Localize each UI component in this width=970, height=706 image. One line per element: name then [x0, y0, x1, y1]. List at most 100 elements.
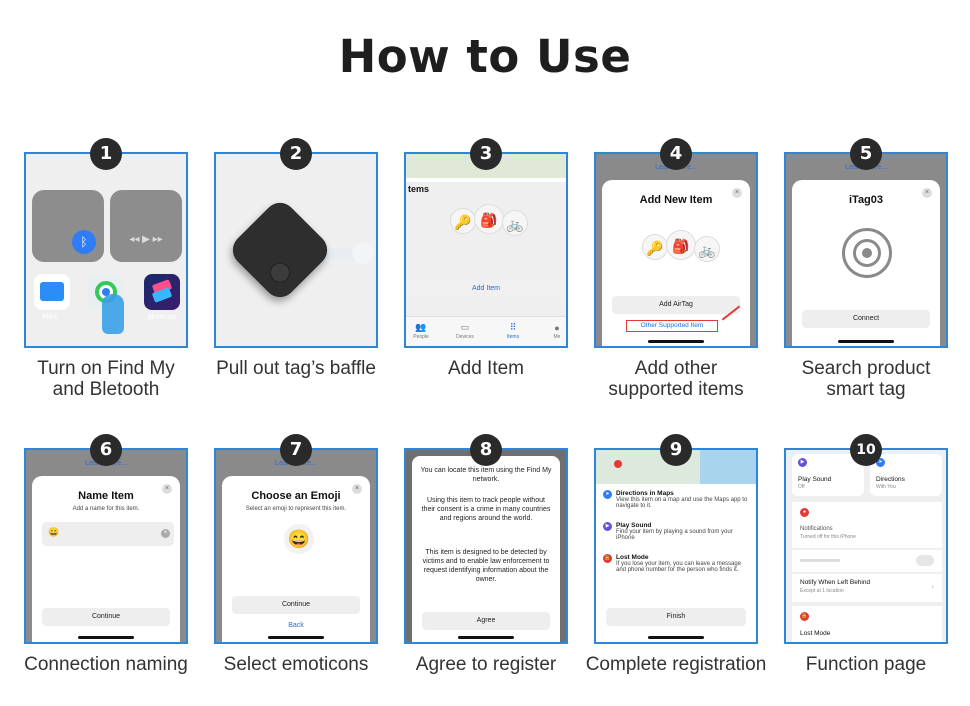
consent-sheet: You can locate this item using the Find …	[412, 456, 560, 642]
play-sound-row[interactable]: ▶ Play Sound Find your item by playing a…	[603, 522, 752, 541]
toggle-switch[interactable]	[916, 555, 934, 566]
agree-button[interactable]: Agree	[422, 612, 550, 630]
emoji-value: 😀	[48, 527, 60, 537]
step-caption: Search product smart tag	[801, 358, 931, 400]
bell-icon: ●	[800, 508, 809, 517]
finish-button[interactable]: Finish	[606, 608, 746, 626]
baffle-tab	[352, 242, 374, 264]
choose-emoji-sheet: × Choose an Emoji Select an emoji to rep…	[222, 476, 370, 642]
sheet-title: Choose an Emoji	[251, 490, 341, 502]
step-caption: Agree to register	[415, 654, 557, 675]
step-screenshot	[214, 152, 378, 348]
step-screenshot: ᛒ ◂◂ ▶ ▸▸ Files Fi Shortcuts	[24, 152, 188, 348]
tag-button	[265, 258, 295, 287]
name-item-sheet: × Name Item Add a name for this item. 😀 …	[32, 476, 180, 642]
connect-button[interactable]: Connect	[802, 310, 930, 328]
shortcuts-app-icon	[144, 274, 180, 310]
add-airtag-button[interactable]: Add AirTag	[612, 296, 740, 314]
step-screenshot: Learn More... × Choose an Emoji Select a…	[214, 448, 378, 644]
directions-row[interactable]: ➤ Directions in Maps View this item on a…	[603, 490, 752, 509]
step-number-badge: 5	[850, 138, 882, 170]
lock-icon: 🔒	[603, 554, 612, 563]
app-label: Shortcuts	[147, 314, 177, 321]
close-icon[interactable]: ×	[162, 484, 172, 494]
toggle-row	[792, 550, 942, 572]
step-screenshot: Learn More... × iTag03 Connect	[784, 152, 948, 348]
name-input[interactable]: 😀 ×	[42, 522, 174, 546]
step-number-badge: 6	[90, 434, 122, 466]
step-number-badge: 7	[280, 434, 312, 466]
key-icon: 🔑	[642, 234, 668, 260]
tracker-tag	[226, 196, 334, 304]
backpack-icon: 🎒	[666, 230, 696, 260]
lost-mode-card[interactable]: 🔒 Lost Mode	[792, 606, 942, 642]
step-number-badge: 9	[660, 434, 692, 466]
add-item-sheet: × Add New Item 🔑 🎒 🚲 Add AirTag Other Su…	[602, 180, 750, 346]
sheet-title: Name Item	[78, 490, 134, 502]
step-caption: Connection naming	[24, 654, 188, 675]
play-sound-card[interactable]: ▶ Play Sound Off	[792, 454, 864, 496]
connect-sheet: × iTag03 Connect	[792, 180, 940, 346]
step-caption: Select emoticons	[223, 654, 369, 675]
step-screenshot: Learn More... × Add New Item 🔑 🎒 🚲 Add A…	[594, 152, 758, 348]
bike-icon: 🚲	[694, 236, 720, 262]
continue-button[interactable]: Continue	[232, 596, 360, 614]
tab-me[interactable]: ●Me	[542, 323, 566, 340]
step-screenshot: ➤ Directions in Maps View this item on a…	[594, 448, 758, 644]
sheet-subtitle: Add a name for this item.	[72, 506, 140, 512]
tab-people[interactable]: 👥People	[406, 322, 436, 340]
other-supported-item-link[interactable]: Other Supported Item	[626, 320, 718, 332]
step-number-badge: 8	[470, 434, 502, 466]
continue-button[interactable]: Continue	[42, 608, 170, 626]
directions-card[interactable]: ➤ Directions With You	[870, 454, 942, 496]
play-icon: ▶	[798, 458, 807, 467]
directions-icon: ➤	[603, 490, 612, 499]
back-link[interactable]: Back	[288, 622, 304, 629]
close-icon[interactable]: ×	[352, 484, 362, 494]
consent-paragraph-3: This item is designed to be detected by …	[422, 549, 550, 583]
step-caption: Add Item	[447, 358, 525, 379]
tab-items[interactable]: ⠿Items	[498, 322, 528, 340]
bluetooth-icon: ᛒ	[72, 230, 96, 254]
tab-bar: 👥People ▭Devices ⠿Items ●Me	[406, 316, 566, 346]
bike-icon: 🚲	[502, 210, 528, 236]
step-screenshot: You can locate this item using the Find …	[404, 448, 568, 644]
notifications-card: ● Notifications Turned off for this iPho…	[792, 502, 942, 548]
step-number-badge: 3	[470, 138, 502, 170]
step-caption: Complete registration	[585, 654, 767, 675]
sheet-title: Add New Item	[639, 194, 713, 206]
sheet-subtitle: Select an emoji to represent this item.	[245, 506, 347, 512]
close-icon[interactable]: ×	[732, 188, 742, 198]
media-controls-icon: ◂◂ ▶ ▸▸	[129, 234, 163, 245]
step-number-badge: 10	[850, 434, 882, 466]
items-icon: ⠿	[509, 322, 517, 332]
files-app-icon	[34, 274, 70, 310]
step-caption: Function page	[805, 654, 927, 675]
play-icon: ▶	[603, 522, 612, 531]
page-title: How to Use	[338, 30, 632, 83]
step-number-badge: 1	[90, 138, 122, 170]
key-icon: 🔑	[450, 208, 476, 234]
notify-left-behind-row[interactable]: Notify When Left Behind Except at 1 loca…	[792, 574, 942, 602]
step-screenshot: ▶ Play Sound Off ➤ Directions With You ●…	[784, 448, 948, 644]
consent-paragraph-2: Using this item to track people without …	[421, 497, 551, 522]
connectivity-tile: ᛒ	[32, 190, 104, 262]
backpack-icon: 🎒	[474, 204, 504, 234]
clear-icon[interactable]: ×	[161, 529, 170, 538]
step-caption: Pull out tag’s baffle	[216, 358, 376, 379]
people-icon: 👥	[415, 322, 427, 332]
lost-mode-row[interactable]: 🔒 Lost Mode If you lose your item, you c…	[603, 554, 742, 573]
selected-emoji[interactable]: 😄	[284, 524, 314, 554]
tab-devices[interactable]: ▭Devices	[450, 322, 480, 340]
app-label: Files	[42, 314, 58, 321]
devices-icon: ▭	[460, 322, 470, 332]
sheet-title: iTag03	[848, 194, 884, 206]
add-item-button[interactable]: Add Item	[406, 280, 566, 298]
tap-hand-icon	[102, 294, 124, 334]
step-caption: Add other supported items	[608, 358, 744, 400]
me-icon: ●	[554, 323, 560, 333]
directions-icon: ➤	[876, 458, 885, 467]
step-number-badge: 2	[280, 138, 312, 170]
close-icon[interactable]: ×	[922, 188, 932, 198]
step-screenshot: Learn More... × Name Item Add a name for…	[24, 448, 188, 644]
